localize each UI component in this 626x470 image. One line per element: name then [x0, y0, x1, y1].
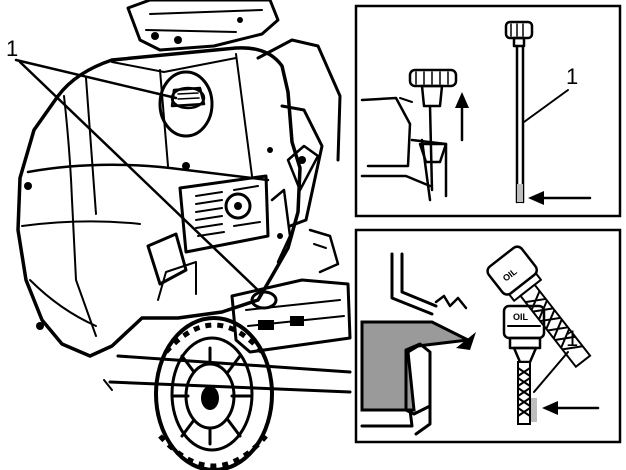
callout-number-bottom-inset: 1 — [566, 326, 578, 351]
arrow-left-icon — [542, 401, 600, 415]
top-inset-dipstick-removed: 1 — [354, 4, 622, 218]
wheel — [154, 316, 274, 470]
oil-level-mark-top — [517, 184, 523, 202]
main-callout: 1 — [6, 36, 264, 296]
engine-base — [157, 261, 352, 354]
discharge-chute — [126, 0, 280, 52]
hand-grip-recess — [146, 232, 188, 286]
snow-thrower-illustration — [16, 0, 352, 470]
frame-bracket — [256, 38, 342, 274]
arrow-left-icon — [528, 191, 592, 205]
dipstick-upright: OIL — [502, 304, 546, 425]
engine-housing — [16, 46, 302, 358]
callout-number-top-inset: 1 — [566, 64, 578, 89]
oil-level-mark-bottom — [531, 398, 537, 422]
callout-number-main: 1 — [6, 36, 18, 61]
bottom-inset-dipstick-reading: OIL OIL 1 — [354, 228, 622, 444]
grille-vent — [178, 174, 270, 254]
arrow-down-left-icon — [456, 332, 476, 350]
dipstick-cap-label-upright: OIL — [513, 312, 529, 322]
oil-fill-cap — [158, 70, 214, 138]
arrow-up-icon — [455, 92, 469, 142]
